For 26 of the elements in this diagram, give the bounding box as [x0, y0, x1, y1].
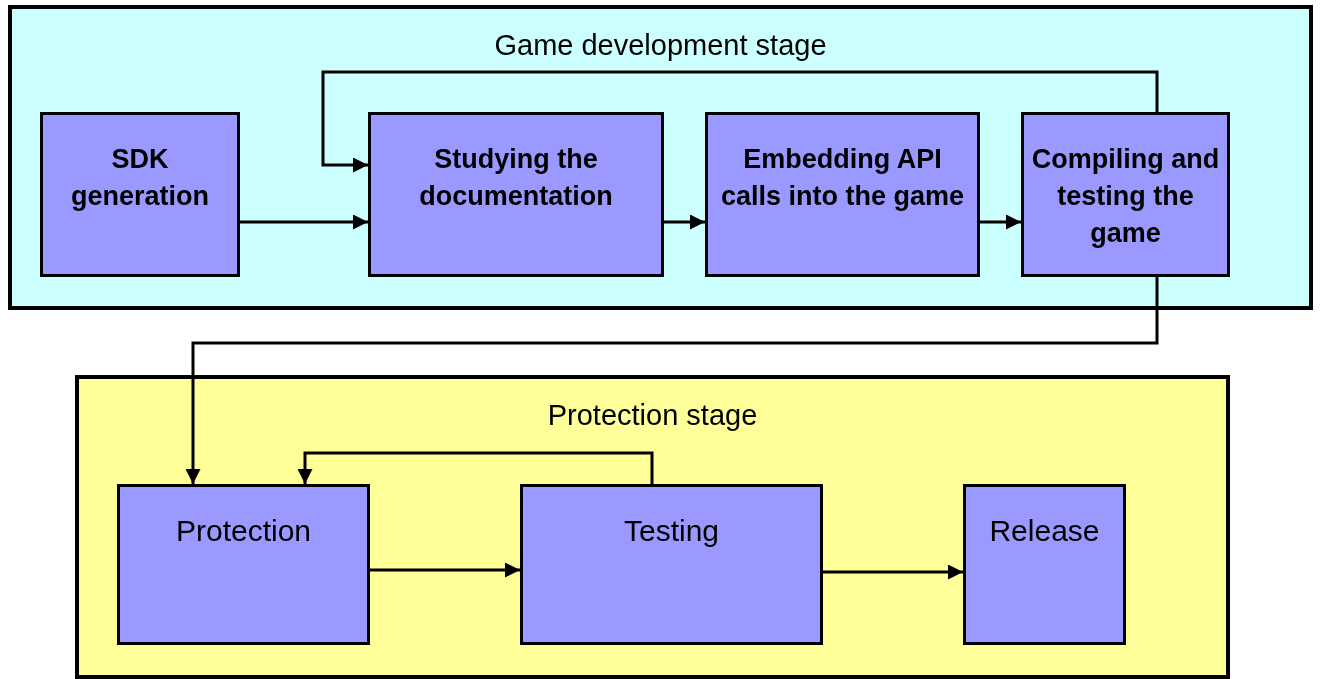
- arrow: [370, 562, 520, 578]
- arrow: [240, 214, 368, 230]
- process-box: [368, 112, 664, 277]
- box-label: Release: [988, 513, 1101, 549]
- arrow: [980, 214, 1021, 230]
- arrow: [297, 451, 654, 484]
- arrow: [664, 214, 705, 230]
- box-label: Embedding API calls into the game: [719, 143, 966, 213]
- arrow: [823, 564, 963, 580]
- process-box: [117, 484, 370, 645]
- process-box: [1021, 112, 1230, 277]
- process-box: [705, 112, 980, 277]
- process-box: [40, 112, 240, 277]
- box-label: SDK generation: [70, 143, 210, 213]
- arrow: [185, 277, 1159, 484]
- stage-panel: [8, 5, 1313, 310]
- box-label: Testing: [622, 513, 721, 549]
- arrow: [321, 70, 1159, 173]
- process-box: [520, 484, 823, 645]
- process-box: [963, 484, 1126, 645]
- box-label: Protection: [174, 513, 313, 549]
- stage-title: Protection stage: [546, 399, 759, 432]
- stage-panel: [75, 375, 1230, 679]
- stage-title: Game development stage: [493, 29, 828, 62]
- box-label: Compiling and testing the game: [1030, 143, 1221, 250]
- box-label: Studying the documentation: [418, 143, 614, 213]
